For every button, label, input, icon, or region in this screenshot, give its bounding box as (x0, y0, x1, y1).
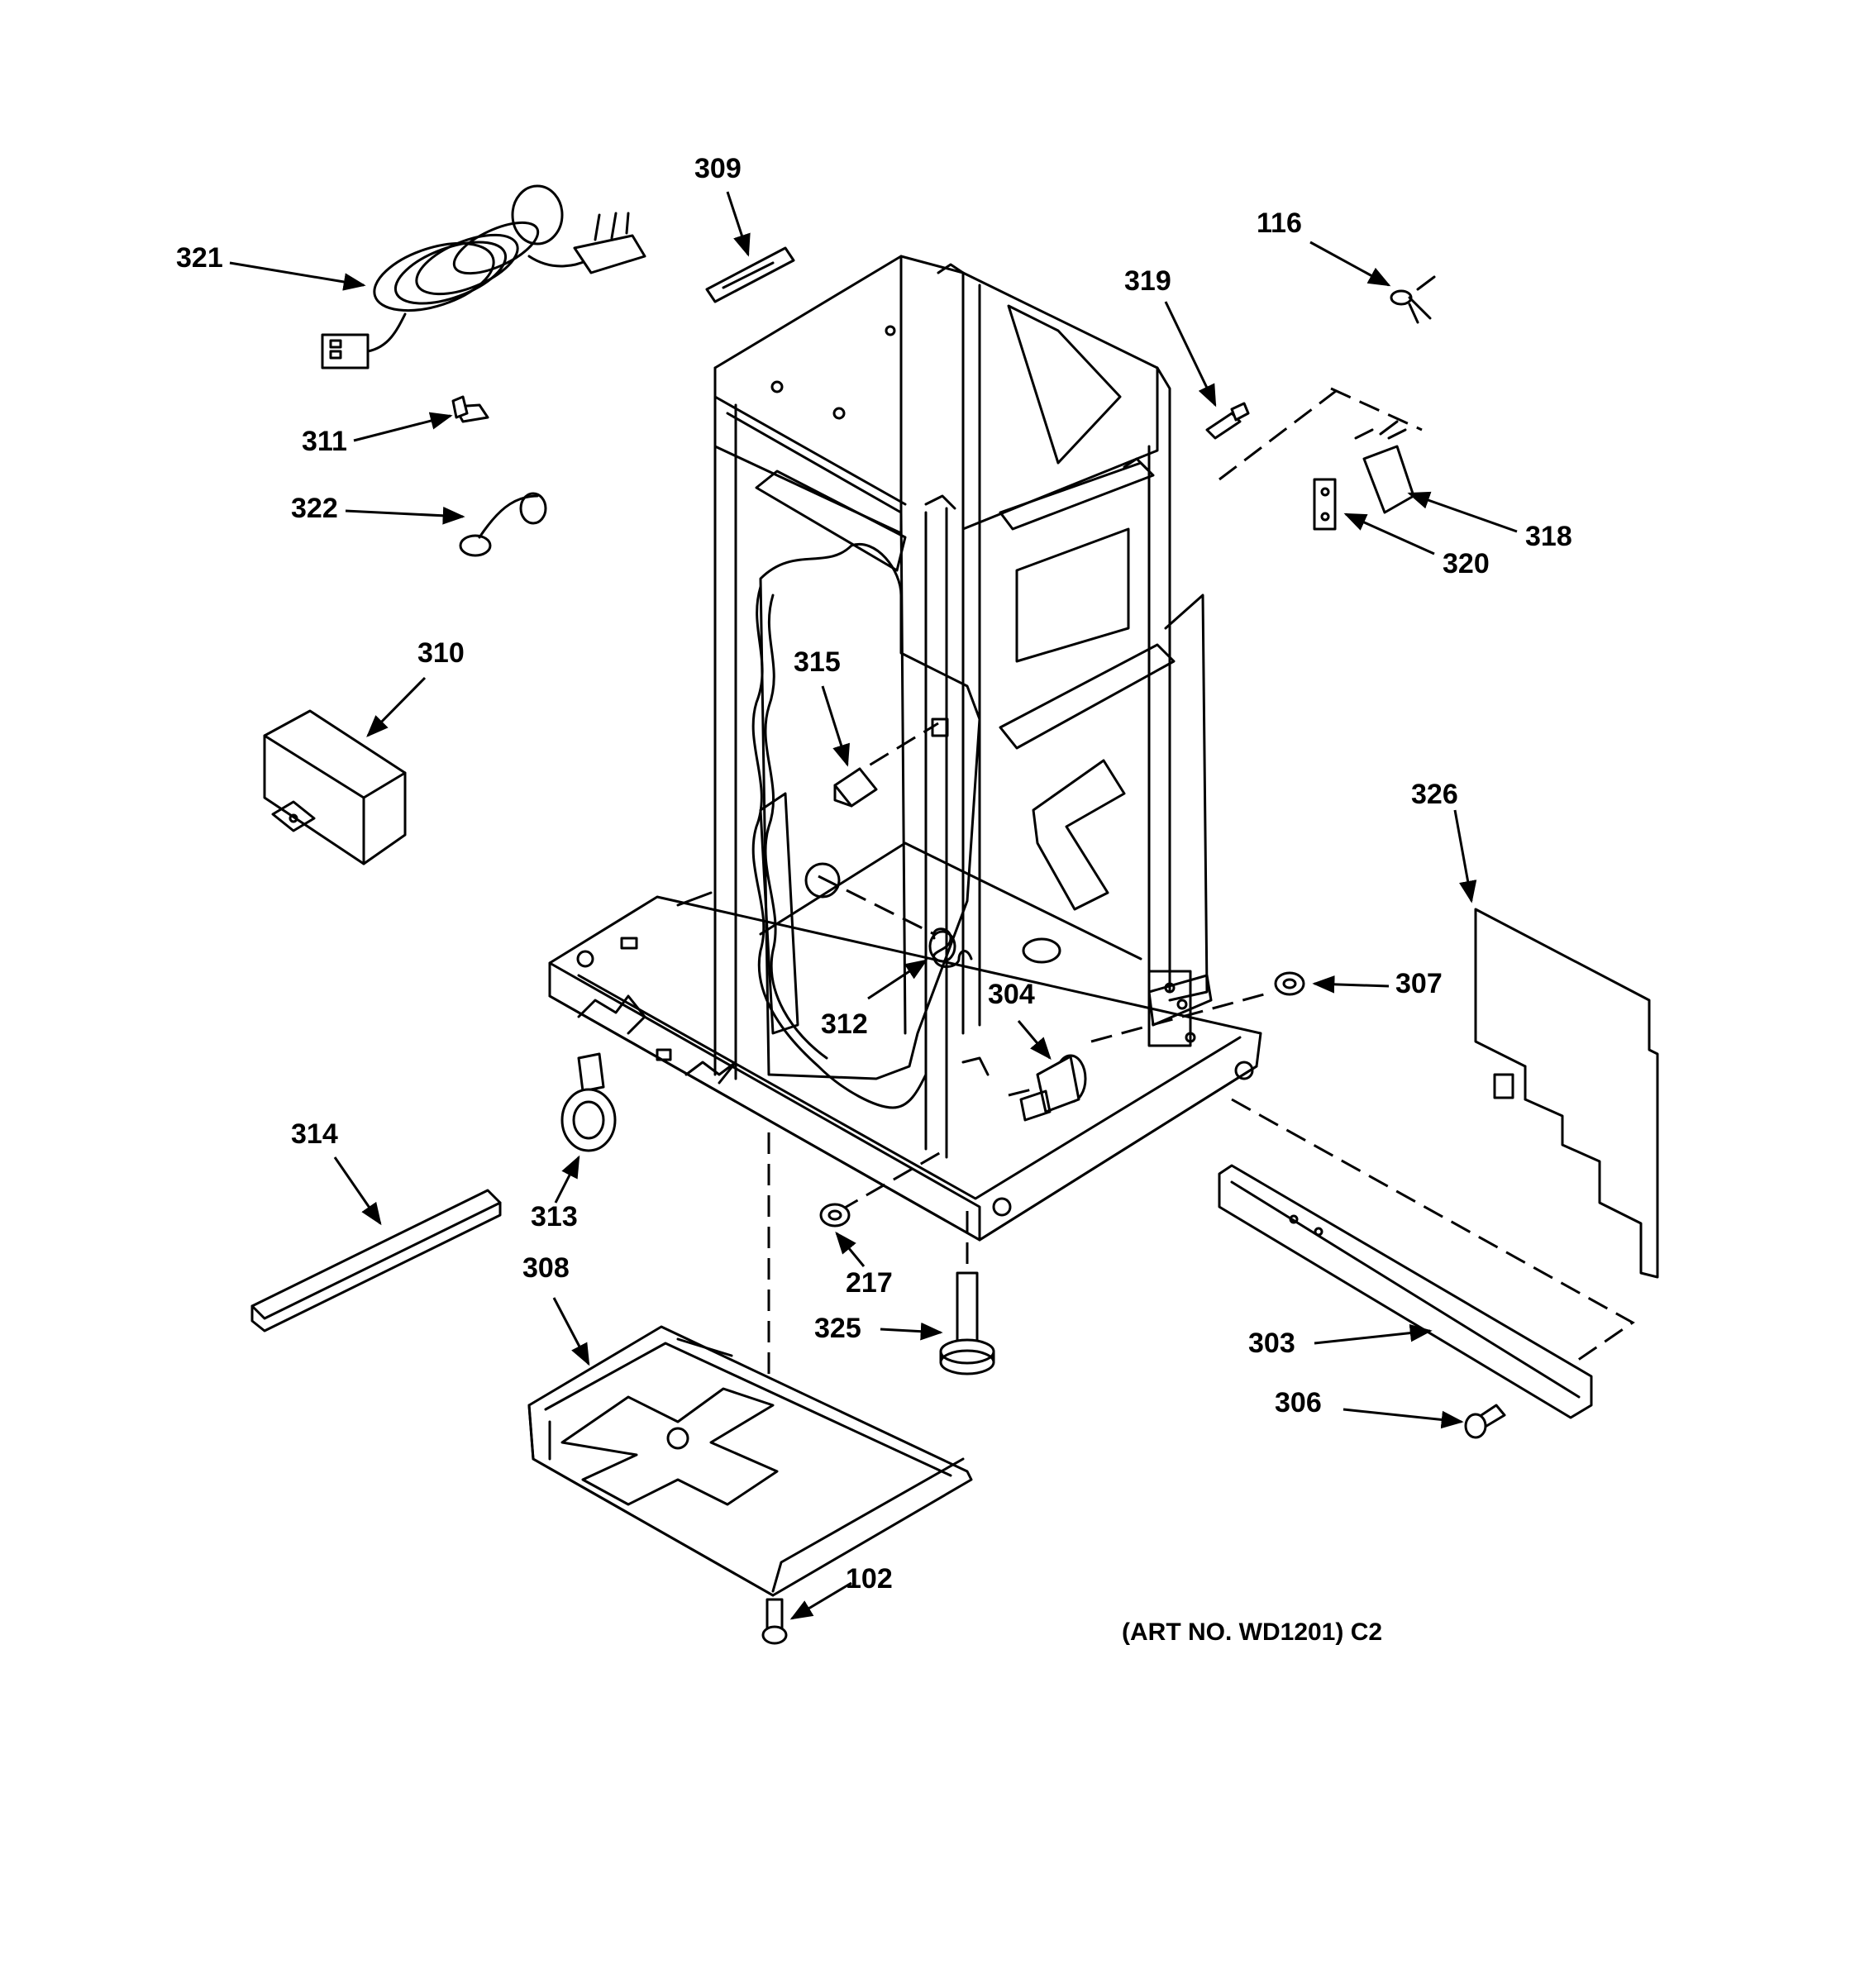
valve-304-part (1019, 1054, 1087, 1122)
part-label-306: 306 (1275, 1387, 1322, 1418)
nut-307-part (1274, 971, 1305, 996)
art-number-caption: (ART NO. WD1201) C2 (1122, 1619, 1383, 1646)
part-label-312: 312 (821, 1008, 868, 1040)
part-label-313: 313 (531, 1201, 578, 1232)
nut-217-part (819, 1203, 851, 1228)
part-label-319: 319 (1124, 265, 1171, 297)
screw-306-part (1464, 1404, 1506, 1439)
screw-311-part (451, 395, 489, 423)
base-pan-308-part (527, 1325, 973, 1597)
cabinet-tower (713, 255, 1213, 1159)
leveling-leg-325-part (939, 1271, 995, 1375)
part-label-311: 311 (302, 426, 347, 457)
part-label-314: 314 (291, 1118, 338, 1150)
connector-315-part (833, 767, 878, 808)
part-label-318: 318 (1525, 521, 1572, 552)
panel-326-part (1474, 908, 1659, 1279)
part-label-320: 320 (1443, 548, 1490, 579)
part-label-217: 217 (846, 1267, 893, 1299)
part-label-307: 307 (1395, 968, 1443, 999)
screw-319-part (1205, 402, 1250, 440)
spring-312-part (928, 927, 973, 968)
part-label-303: 303 (1248, 1328, 1295, 1359)
wire-harness (751, 585, 928, 1109)
part-label-308: 308 (522, 1252, 570, 1284)
power-cord-part (321, 184, 646, 369)
callout-arrows (229, 191, 1518, 1620)
part-label-315: 315 (794, 646, 841, 678)
cover-310-part (263, 709, 407, 865)
screw-102-part (761, 1598, 788, 1645)
part-label-325: 325 (814, 1313, 861, 1344)
strip-314-part (250, 1189, 502, 1332)
clamp-322-part (459, 492, 547, 557)
part-label-116: 116 (1257, 207, 1302, 239)
part-label-321: 321 (176, 242, 223, 274)
part-label-309: 309 (694, 153, 742, 184)
caster-313-part (560, 1052, 617, 1152)
part-label-304: 304 (988, 979, 1035, 1010)
part-label-310: 310 (417, 637, 465, 669)
part-label-102: 102 (846, 1563, 893, 1595)
rail-303-part (1218, 1164, 1593, 1419)
part-label-326: 326 (1411, 779, 1458, 810)
thumb-screw-116-part (1390, 275, 1436, 324)
bracket-309-part (705, 246, 795, 303)
switch-318-part (1313, 420, 1415, 531)
part-label-322: 322 (291, 493, 338, 524)
